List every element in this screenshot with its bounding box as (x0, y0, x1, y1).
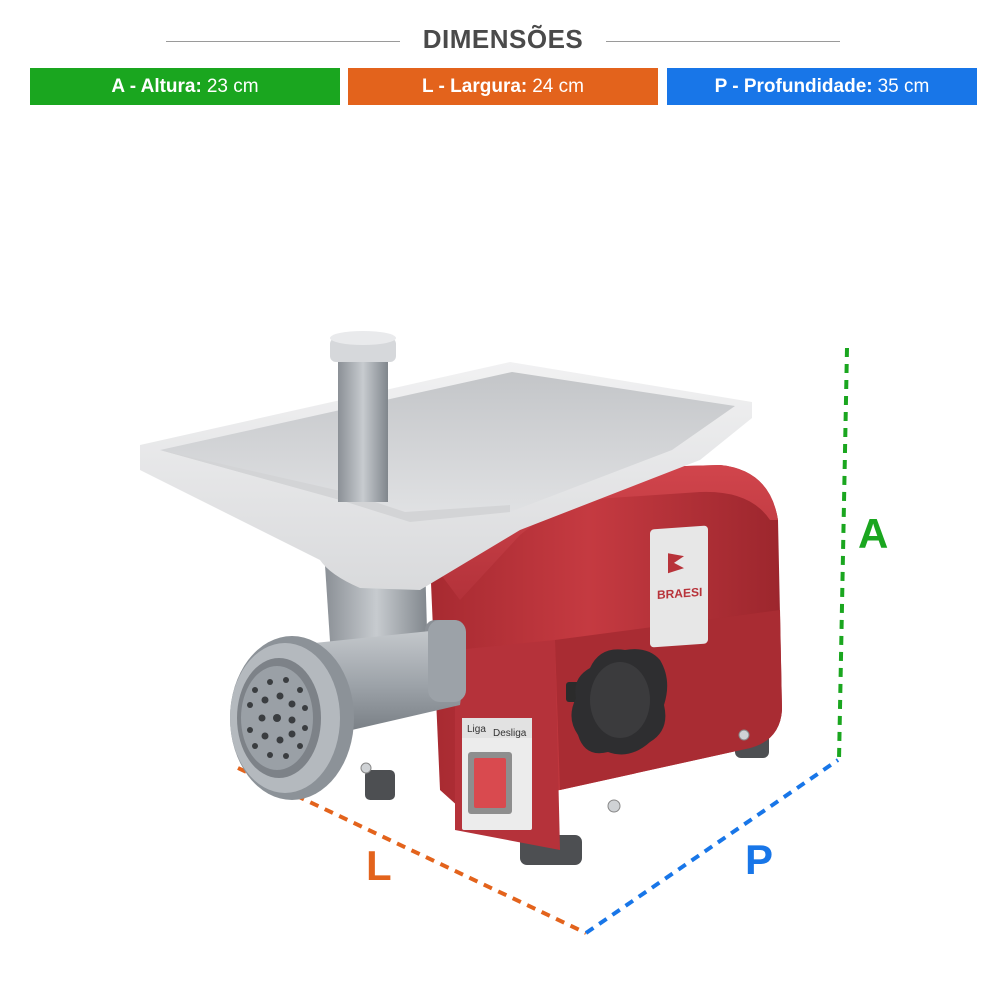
title-rule-left (166, 41, 400, 42)
dimension-width-bar: L - Largura: 24 cm (348, 68, 658, 105)
feed-tray (140, 362, 752, 590)
switch-off-label: Desliga (493, 728, 527, 739)
dimension-width-value: 24 cm (532, 75, 584, 97)
width-marker-letter: L (366, 842, 392, 889)
grinding-plate-holes (247, 677, 308, 759)
title-rule-right (606, 41, 840, 42)
page-title: DIMENSÕES (422, 24, 584, 54)
dimension-width-label: L - Largura: (422, 75, 528, 97)
depth-marker-letter: P (745, 836, 774, 883)
dimension-depth-label: P - Profundidade: (714, 75, 873, 97)
dimension-depth-bar: P - Profundidade: 35 cm (667, 68, 977, 105)
knob (566, 649, 668, 755)
grinder-ring-nut (230, 636, 354, 800)
title-row: DIMENSÕES (0, 22, 1000, 62)
dimension-height-value: 23 cm (206, 75, 259, 97)
food-pusher (330, 331, 396, 502)
height-marker-letter: A (858, 510, 889, 557)
dimension-height-bar: A - Altura: 23 cm (30, 68, 340, 105)
dimension-depth-value: 35 cm (877, 75, 930, 97)
brand-text: BRAESI (657, 585, 702, 602)
height-dimension-line (837, 347, 849, 761)
dimension-height-label: A - Altura: (111, 75, 202, 97)
switch-on-label: Liga (467, 724, 486, 735)
depth-dimension-line (584, 758, 840, 935)
